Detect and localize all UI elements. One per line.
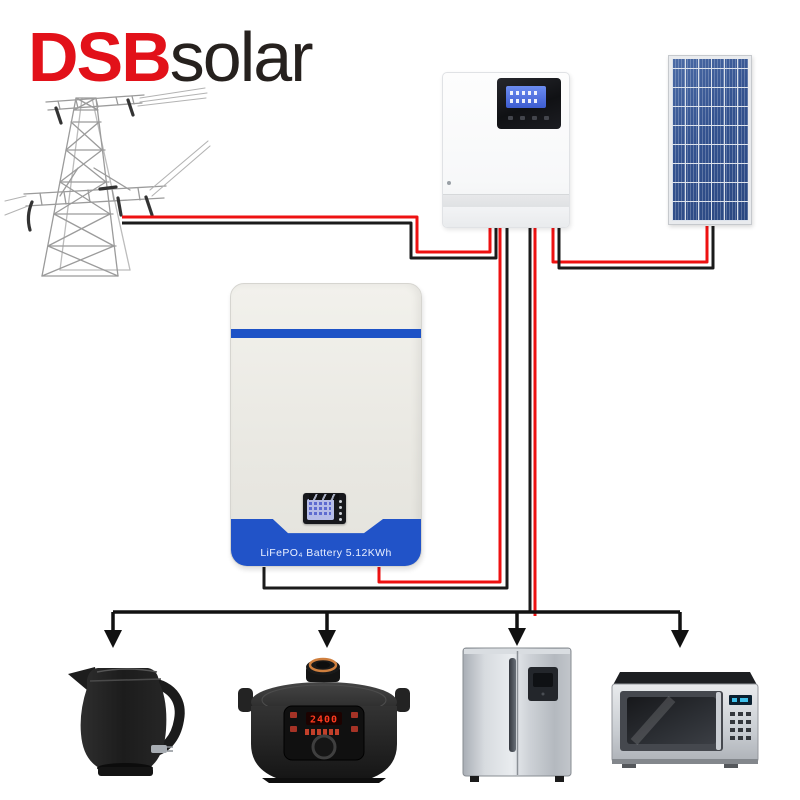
led-dot [339,500,342,503]
fridge-illustration [462,647,572,782]
lcd-readout-row [309,502,331,505]
inverter [442,72,570,228]
battery-wire-black [262,227,509,590]
grid-wire-black [122,221,498,260]
power-grid-tower-illustration [4,87,211,277]
pv-wire-red [551,226,709,264]
brand-logo: DSBsolar [28,22,314,92]
microwave-illustration [611,672,759,768]
down-arrow-microwave [671,612,689,648]
wiring [122,215,715,616]
battery-led-indicators [339,500,342,521]
inverter-buttons [508,116,549,120]
battery-wire-red [377,227,502,584]
inverter-button [508,116,513,120]
brand-logo-dsb: DSB [28,18,172,96]
battery: LiFePO₄ Battery 5.12KWh [230,283,422,567]
inverter-lcd-screen [506,86,546,108]
down-arrow-fridge [508,612,526,646]
inverter-button [520,116,525,120]
battery-display-module [303,493,346,524]
solar-panel [668,55,752,225]
cooker-display: 2400 [310,715,338,726]
lcd-readout-row [309,507,331,510]
led-dot [339,506,342,509]
screw-icon [447,181,451,185]
inverter-button [544,116,549,120]
brand-logo-solar: solar [169,18,314,96]
lcd-readout-row [510,99,540,103]
battery-lcd-screen [307,499,334,520]
inverter-display-panel [497,78,561,129]
led-dot [339,512,342,515]
battery-label: LiFePO₄ Battery 5.12KWh [260,547,392,559]
pv-wire-black [557,226,715,270]
lcd-readout-row [309,512,331,515]
kettle-illustration [68,667,185,776]
inverter-base [443,207,569,227]
grid-wire-red [122,215,492,254]
battery-blue-stripe [231,329,421,338]
pressure-cooker-illustration: 2400 [238,657,410,783]
ac-distribution-line [104,610,689,648]
down-arrow-kettle [104,612,122,648]
inverter-trim-band [443,194,569,208]
down-arrow-cooker [318,612,336,648]
inverter-button [532,116,537,120]
led-dot [339,518,342,521]
battery-connector-tabs [309,494,339,500]
solar-panel-cells [672,59,748,221]
lcd-readout-row [510,91,540,95]
